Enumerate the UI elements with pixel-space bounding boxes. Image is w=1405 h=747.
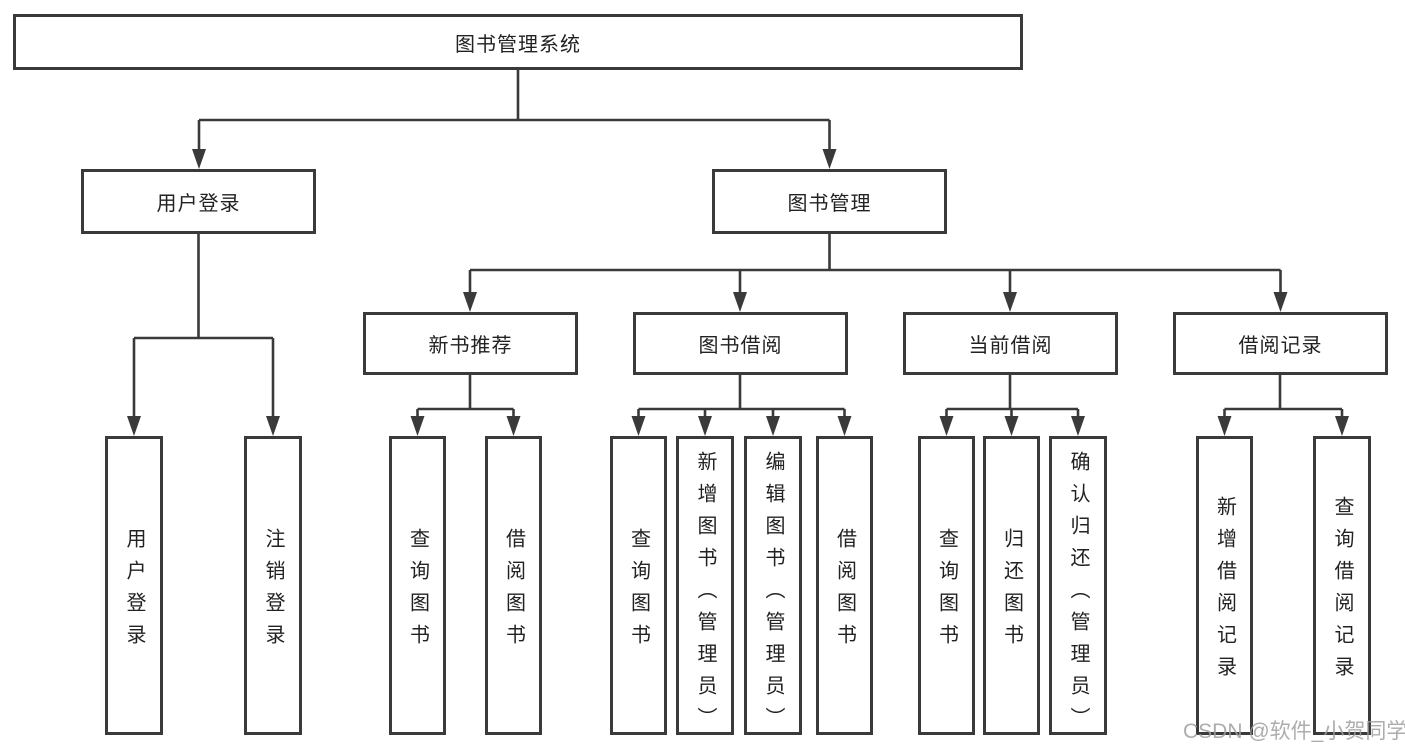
node-new-book-recommend: 新书推荐 (363, 312, 578, 375)
leaf-borrow-query-books-label: 查询图书 (627, 527, 650, 656)
leaf-borrow-edit-books-admin-label: 编辑图书（管理员） (762, 451, 784, 739)
leaf-current-query-books-label: 查询图书 (935, 527, 958, 656)
leaf-current-return-books: 归还图书 (983, 436, 1040, 735)
csdn-watermark: CSDN @软件_小贺同学 (1183, 720, 1405, 743)
node-user-login: 用户登录 (81, 169, 316, 234)
connector-lines (132, 70, 1344, 419)
node-root: 图书管理系统 (13, 14, 1023, 70)
node-new-book-recommend-label: 新书推荐 (428, 335, 513, 357)
node-book-management-label: 图书管理 (787, 193, 872, 215)
leaf-newbook-borrow-books: 借阅图书 (485, 436, 542, 735)
leaf-user-login-label: 用户登录 (123, 527, 145, 656)
leaf-current-confirm-return-admin: 确认归还（管理员） (1049, 436, 1107, 739)
leaf-borrow-borrow-books-label: 借阅图书 (833, 527, 856, 656)
arrowheads (127, 149, 1349, 436)
leaf-borrow-edit-books-admin: 编辑图书（管理员） (744, 436, 802, 739)
node-user-login-label: 用户登录 (156, 193, 241, 215)
leaf-logout: 注销登录 (244, 436, 302, 735)
leaf-user-login: 用户登录 (105, 436, 163, 735)
node-current-borrow: 当前借阅 (903, 312, 1118, 375)
node-borrow-record: 借阅记录 (1173, 312, 1388, 375)
node-current-borrow-label: 当前借阅 (968, 335, 1053, 357)
node-book-management: 图书管理 (712, 169, 947, 234)
leaf-record-query: 查询借阅记录 (1313, 436, 1371, 735)
leaf-current-return-books-label: 归还图书 (1000, 527, 1023, 656)
leaf-borrow-add-books-admin: 新增图书（管理员） (676, 436, 734, 739)
leaf-current-confirm-return-admin-label: 确认归还（管理员） (1067, 451, 1089, 739)
leaf-record-add-label: 新增借阅记录 (1213, 495, 1236, 688)
node-book-borrow-label: 图书借阅 (698, 335, 783, 357)
leaf-borrow-add-books-admin-label: 新增图书（管理员） (694, 451, 716, 739)
leaf-newbook-borrow-books-label: 借阅图书 (502, 527, 525, 656)
leaf-record-query-label: 查询借阅记录 (1331, 495, 1353, 688)
node-book-borrow: 图书借阅 (633, 312, 848, 375)
leaf-newbook-query-books: 查询图书 (389, 436, 446, 735)
leaf-borrow-borrow-books: 借阅图书 (816, 436, 873, 735)
leaf-logout-label: 注销登录 (262, 527, 284, 656)
node-root-label: 图书管理系统 (455, 33, 581, 56)
leaf-current-query-books: 查询图书 (918, 436, 975, 735)
node-borrow-record-label: 借阅记录 (1238, 335, 1323, 357)
leaf-record-add: 新增借阅记录 (1196, 436, 1253, 735)
leaf-borrow-query-books: 查询图书 (610, 436, 667, 735)
leaf-newbook-query-books-label: 查询图书 (406, 527, 429, 656)
